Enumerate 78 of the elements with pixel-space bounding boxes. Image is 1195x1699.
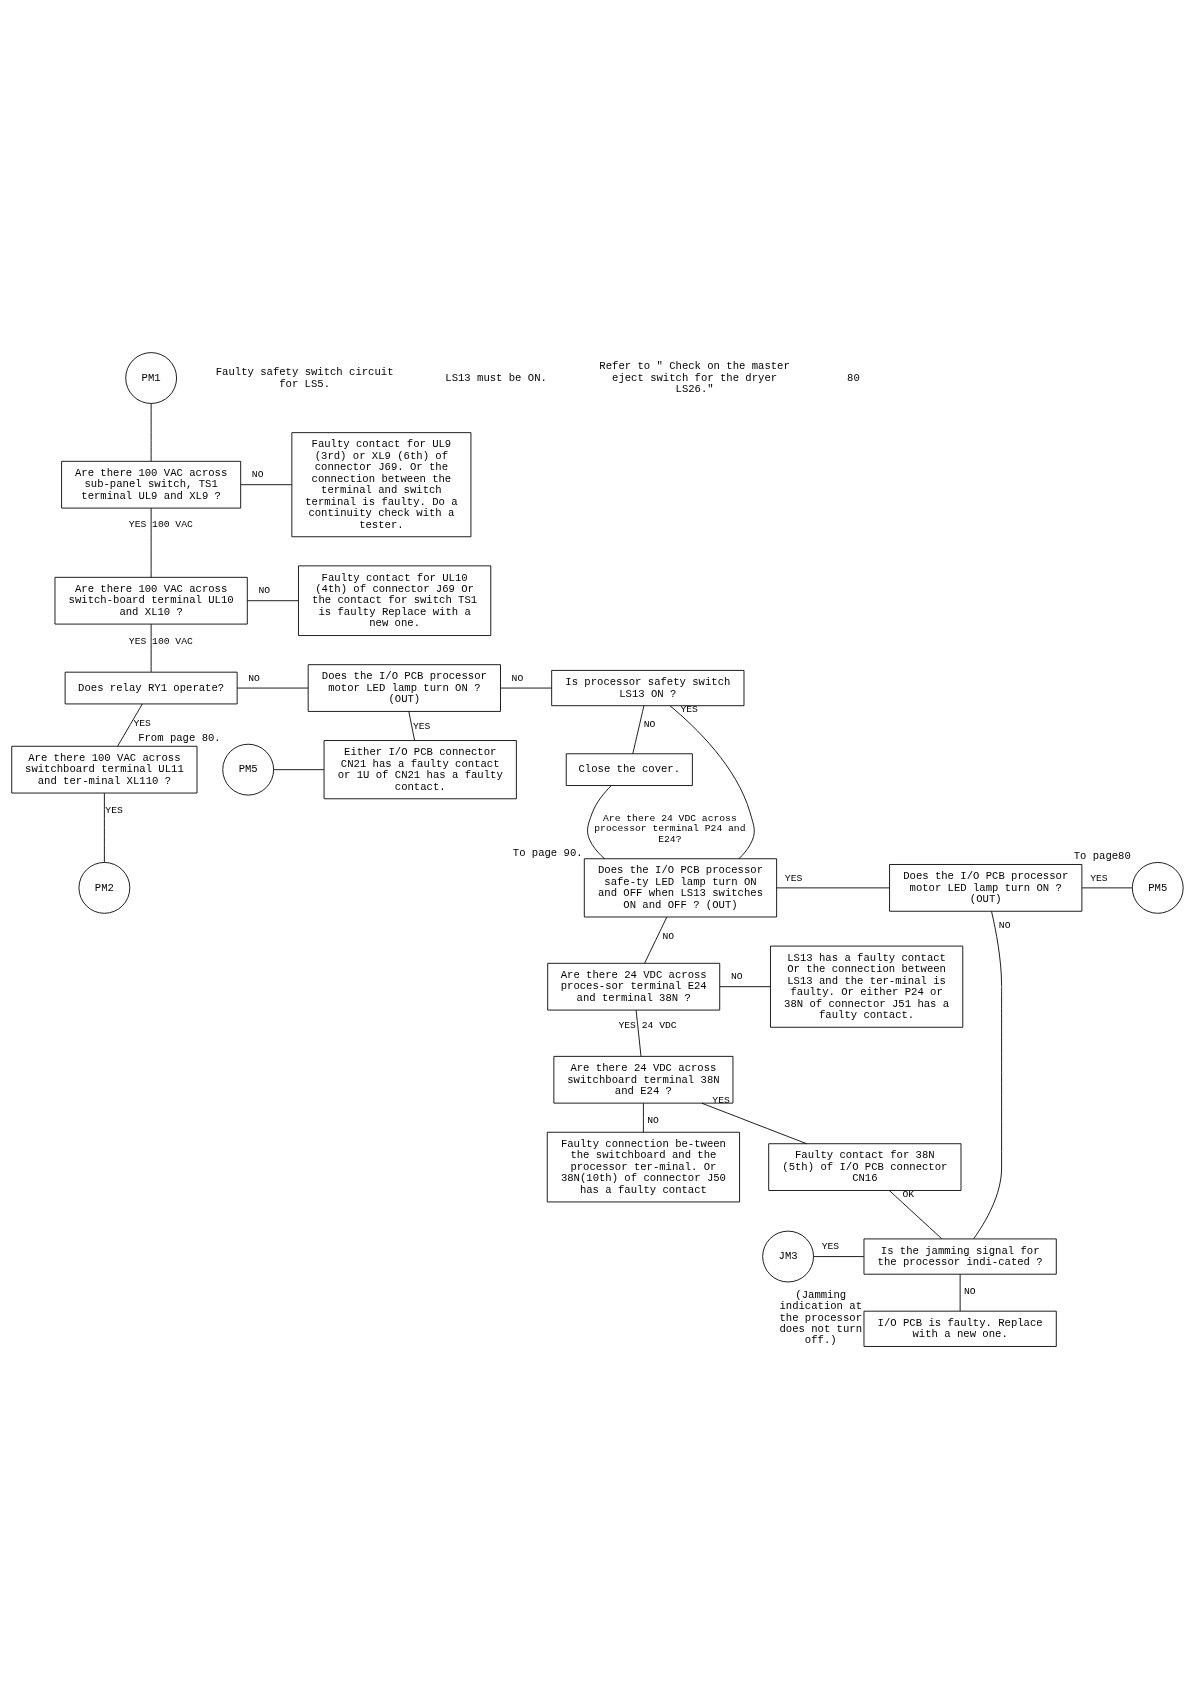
- node-box: Close the cover.: [565, 753, 693, 786]
- edge-label: YES: [133, 717, 151, 729]
- node-box: Is processor safety switch LS13 ON ?: [551, 669, 745, 707]
- node-box: Does the I/O PCB processor motor LED lamp turn ON ? (OUT): [307, 664, 501, 712]
- edge-label: YES: [784, 872, 803, 884]
- connector: [117, 703, 143, 747]
- edge-label: YES 24 VDC: [618, 1020, 677, 1032]
- node-circle: PM2: [78, 862, 131, 914]
- edge-label: NO: [647, 1114, 659, 1126]
- connector: [644, 916, 668, 964]
- edge-label: NO: [998, 920, 1011, 932]
- node-box: Either I/O PCB connector CN21 has a faulty contact or 1U of CN21 has a faulty contact.: [323, 740, 517, 800]
- edge-label: YES: [712, 1094, 730, 1106]
- connector: [973, 910, 1003, 1240]
- node-label: From page 80.: [138, 732, 221, 745]
- edge-label: NO: [248, 672, 260, 684]
- connector: [247, 600, 299, 602]
- node-box: Faulty contact for 38N (5th) of I/O PCB connector CN16: [768, 1143, 962, 1191]
- node-box: Are there 24 VDC across proces-sor terminal E24 and terminal 38N ?: [547, 962, 721, 1011]
- node-box: Does relay RY1 operate?: [64, 671, 238, 705]
- connector: [776, 887, 890, 889]
- edge-label: NO: [258, 585, 271, 597]
- connector: [150, 623, 152, 673]
- connector: [150, 403, 152, 462]
- edge-label: NO: [511, 672, 524, 684]
- connector: [236, 687, 309, 689]
- edge-label: OK: [902, 1189, 915, 1201]
- label: 80: [847, 371, 860, 384]
- edge-label: Are there 24 VDC across processor terminal P24 and E24?: [594, 812, 746, 845]
- edge-label: YES: [105, 804, 123, 816]
- node-circle: PM5: [1131, 862, 1184, 914]
- connector: [500, 687, 552, 689]
- label: Faulty safety switch circuit for LS5.: [215, 366, 394, 390]
- label: Refer to " Check on the master eject switch for the dryer LS26.": [599, 360, 790, 396]
- connector: [642, 1102, 644, 1133]
- node-box: Are there 100 VAC across sub-panel switch, TS1 terminal UL9 and XL9 ?: [61, 460, 242, 509]
- node-box: Does the I/O PCB processor safe-ty LED lamp turn ON and OFF when LS13 switches ON and OFF ? (OUT): [583, 858, 778, 918]
- node-circle: PM5: [222, 743, 275, 796]
- edge-label: NO: [730, 971, 743, 983]
- node-label: To page80: [1073, 850, 1131, 863]
- connector: [888, 1190, 943, 1240]
- edge-label: NO: [251, 469, 264, 481]
- node-box: LS13 has a faulty contact Or the connection between LS13 and the ter-minal is faulty. Or either P24 or 38N of connector J51 has a faulty contact.: [770, 945, 964, 1028]
- node-box: Faulty contact for UL10 (4th) of connector J69 Or the contact for switch TS1 is faulty Replace with a new one.: [298, 565, 492, 636]
- edge-label: NO: [964, 1285, 976, 1297]
- edge-label: YES: [1090, 872, 1108, 884]
- node-circle: PM1: [125, 352, 177, 404]
- connector: [813, 1256, 865, 1257]
- connector: [632, 705, 645, 755]
- connector: [103, 792, 105, 863]
- edge-label: YES: [412, 720, 431, 732]
- connector: [719, 986, 771, 988]
- connector: [701, 1102, 807, 1145]
- connector: [959, 1274, 961, 1312]
- node-box: Does the I/O PCB processor motor LED lamp turn ON ? (OUT): [889, 864, 1083, 912]
- node-circle: JM3: [762, 1230, 814, 1283]
- edge-label: YES 100 VAC: [128, 519, 193, 531]
- connector: [240, 484, 293, 486]
- connector: [1081, 887, 1133, 889]
- node-box: Faulty connection be-tween the switchboard and the processor ter-minal. Or 38N(10th) of connector J50 has a faulty contact: [546, 1131, 741, 1203]
- connector: [635, 1009, 642, 1057]
- node-box: I/O PCB is faulty. Replace with a new one.: [863, 1310, 1057, 1347]
- connector: [408, 711, 415, 741]
- node-label: (Jamming indication at the processor does not turn off.): [779, 1288, 863, 1347]
- connector: [587, 785, 612, 860]
- label: LS13 must be ON.: [445, 371, 547, 384]
- node-box: Are there 100 VAC across switch-board terminal UL10 and XL10 ?: [54, 576, 248, 625]
- node-label: To page 90.: [512, 846, 583, 859]
- node-box: Are there 100 VAC across switchboard terminal UL11 and ter-minal XL110 ?: [11, 745, 198, 794]
- connector: [669, 705, 755, 859]
- edge-label: YES: [821, 1241, 840, 1253]
- edge-label: NO: [643, 718, 656, 730]
- connector: [273, 769, 325, 771]
- edge-label: NO: [662, 930, 675, 942]
- edge-label: YES 100 VAC: [128, 635, 193, 647]
- connector: [150, 507, 152, 578]
- node-box: Faulty contact for UL9 (3rd) or XL9 (6th) of connector J69. Or the connection between the terminal and switch terminal is faulty. Do a continuity check with a tester.: [291, 432, 472, 538]
- node-box: Is the jamming signal for the processor indi-cated ?: [863, 1238, 1057, 1275]
